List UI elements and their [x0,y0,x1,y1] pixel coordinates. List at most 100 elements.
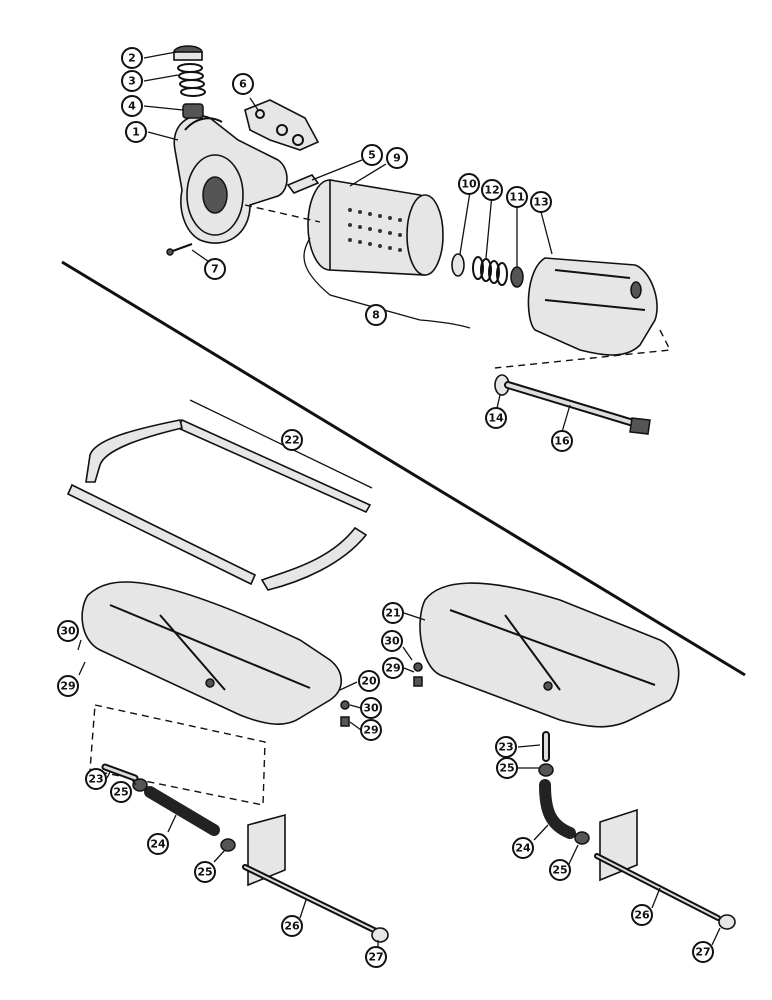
callout-6: 6 [232,73,254,95]
center-bolt [504,381,651,435]
callout-26-left-label: 26 [284,920,300,933]
divider-line [61,260,746,677]
callout-26-left: 26 [281,915,303,937]
callout-23-right: 23 [495,736,517,758]
callout-9: 9 [386,147,408,169]
bolt-small [166,243,193,256]
callout-3: 3 [121,70,143,92]
callout-6-label: 6 [239,78,247,91]
callout-29-c-label: 29 [363,724,378,737]
callout-22: 22 [281,429,303,451]
callout-1-label: 1 [132,126,140,139]
filter-head [173,115,288,244]
callout-29-c: 29 [360,719,382,741]
cap-right [718,914,736,930]
valve-spring [177,63,206,97]
callout-30-c: 30 [360,697,382,719]
callout-25-a: 25 [110,781,132,803]
callout-25-d-label: 25 [552,864,567,877]
callout-21-label: 21 [385,607,400,620]
callout-11-label: 11 [509,191,524,204]
filter-case [527,257,658,356]
callout-25-b-label: 25 [197,866,212,879]
callout-20-label: 20 [361,675,377,688]
callout-30-a-label: 30 [60,625,76,638]
hose-left [144,786,220,836]
callout-23-right-label: 23 [498,741,513,754]
callout-10: 10 [458,173,480,195]
nut-left-a [132,778,148,792]
bracket-22 [189,399,373,489]
callout-27-left-label: 27 [368,951,383,964]
callout-26-right: 26 [631,904,653,926]
callout-2: 2 [121,47,143,69]
seal-ring [451,253,465,277]
oil-pan-left [81,581,343,725]
screen-right [594,808,721,921]
callout-30-c-label: 30 [363,702,379,715]
element-spring [472,256,508,286]
callout-13: 13 [530,191,552,213]
callout-23-left: 23 [85,768,107,790]
callout-13-label: 13 [533,196,548,209]
callout-27-right: 27 [692,941,714,963]
callout-25-c-label: 25 [499,762,514,775]
callout-23-left-label: 23 [88,773,103,786]
callout-10-label: 10 [461,178,477,191]
callout-14: 14 [485,407,507,429]
relief-valve [286,174,320,194]
plug-left [340,700,350,727]
gasket [244,99,320,151]
callout-21: 21 [382,602,404,624]
callout-16-label: 16 [554,435,570,448]
bracket-8 [303,237,471,329]
callout-25-d: 25 [549,859,571,881]
tube-left [101,763,139,782]
callout-5-label: 5 [368,149,376,162]
callout-14-label: 14 [488,412,504,425]
callout-29-b-label: 29 [385,662,400,675]
callout-2-label: 2 [128,52,136,65]
callout-12-label: 12 [484,184,499,197]
callout-24-left: 24 [147,833,169,855]
leader-lines [77,51,721,948]
callout-30-b: 30 [381,630,403,652]
callout-16: 16 [551,430,573,452]
screen-left [242,813,381,935]
callout-24-right: 24 [512,837,534,859]
callout-30-a: 30 [57,620,79,642]
callout-11: 11 [506,186,528,208]
callout-30-b-label: 30 [384,635,400,648]
valve-cap [173,45,203,61]
callout-5: 5 [361,144,383,166]
cap-left [371,927,389,943]
oil-pan-right [419,582,680,728]
callout-7-label: 7 [211,263,219,276]
nut-left-b [220,838,236,852]
pan-gasket-set [66,418,372,591]
callout-24-right-label: 24 [515,842,531,855]
callout-8: 8 [365,304,387,326]
callout-9-label: 9 [393,152,401,165]
spring-seat [510,266,524,288]
assembly-leader-dash [244,204,321,223]
filter-element [307,179,444,276]
callout-26-right-label: 26 [634,909,650,922]
callout-4: 4 [121,95,143,117]
hose-right [539,779,576,839]
callout-25-c: 25 [496,757,518,779]
callout-12: 12 [481,179,503,201]
callout-4-label: 4 [128,100,136,113]
callout-29-b: 29 [382,657,404,679]
callout-24-left-label: 24 [150,838,166,851]
callout-27-left: 27 [365,946,387,968]
callout-29-a-label: 29 [60,680,75,693]
pan-left-dash [89,704,266,806]
valve-plunger [182,103,204,119]
nut-right-a [538,763,554,777]
callout-22-label: 22 [284,434,299,447]
callout-20: 20 [358,670,380,692]
callout-7: 7 [204,258,226,280]
